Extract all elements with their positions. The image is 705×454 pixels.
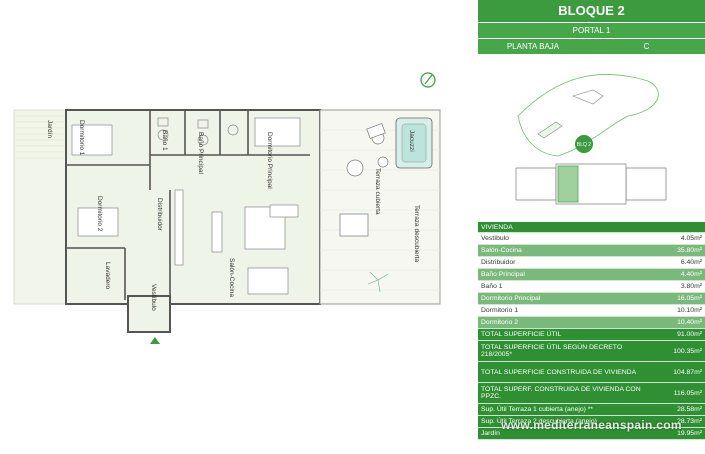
area-value: 91.00m² xyxy=(645,328,705,341)
label-lavadero: Lavadero xyxy=(104,262,111,289)
area-value: 116.05m² xyxy=(645,382,705,404)
unit-highlight xyxy=(557,165,579,203)
portal-label: PORTAL 1 xyxy=(478,23,705,38)
area-label: Sup. Útil Terraza 1 cubierta (anejo) ** xyxy=(478,403,645,416)
floor-plan: Jardín Dormitorio 1 Baño 1 Baño Principa… xyxy=(13,72,441,344)
label-terraza-cubierta: Terraza cubierta xyxy=(374,168,381,215)
info-panel: BLOQUE 2 PORTAL 1 PLANTA BAJA C BLQ 2 VI… xyxy=(478,0,705,454)
area-value: 10.40m² xyxy=(645,316,705,329)
area-label: Salón-Cocina xyxy=(478,244,645,257)
area-value: 4.40m² xyxy=(645,268,705,281)
label-jardin: Jardín xyxy=(46,120,53,138)
site-block-label: BLQ 2 xyxy=(577,142,591,148)
area-label: TOTAL SUPERFICIE CONSTRUIDA DE VIVIENDA xyxy=(478,361,645,383)
compass-icon xyxy=(420,72,436,88)
label-salon-cocina: Salón-Cocina xyxy=(228,258,235,297)
label-terraza-descubierta: Terraza descubierta xyxy=(413,205,420,262)
label-distribuidor: Distribuidor xyxy=(156,198,163,232)
site-plan: BLQ 2 xyxy=(515,74,667,205)
level-row: PLANTA BAJA C xyxy=(478,39,705,54)
area-label: TOTAL SUPERF. CONSTRUIDA DE VIVIENDA CON… xyxy=(478,382,645,404)
unit-letter: C xyxy=(643,42,650,51)
area-row: Sup. Útil Terraza 1 cubierta (anejo) **2… xyxy=(478,403,705,416)
area-value: 28.58m² xyxy=(645,403,705,416)
label-vestibulo: Vestíbulo xyxy=(150,284,157,311)
area-value: 35.80m² xyxy=(645,244,705,257)
area-label: Baño Principal xyxy=(478,268,645,281)
label-dormitorio-1: Dormitorio 1 xyxy=(78,120,85,156)
label-jacuzzi: Jacuzzi xyxy=(408,130,415,152)
area-row: TOTAL SUPERFICIE ÚTIL SEGÚN DECRETO 218/… xyxy=(478,340,705,362)
area-row: Sup. Útil Terraza 2 descubierta (anejo)2… xyxy=(478,415,705,428)
area-value: 3.80m² xyxy=(645,280,705,293)
area-label: Dormitorio 2 xyxy=(478,316,645,329)
block-marker-icon xyxy=(575,135,593,153)
area-value: 19.95m² xyxy=(645,427,705,440)
area-label: Dormitorio 1 xyxy=(478,304,645,317)
area-label: Jardín xyxy=(478,427,645,440)
area-label: Baño 1 xyxy=(478,280,645,293)
area-label: Distribuidor xyxy=(478,256,645,269)
label-bano-principal: Baño Principal xyxy=(197,132,204,174)
area-label: Dormitorio Principal xyxy=(478,292,645,305)
area-label: TOTAL SUPERFICIE ÚTIL SEGÚN DECRETO 218/… xyxy=(478,340,645,362)
area-value: 4.05m² xyxy=(645,232,705,245)
area-label: Sup. Útil Terraza 2 descubierta (anejo) xyxy=(478,415,645,428)
area-value: 16.05m² xyxy=(645,292,705,305)
area-value: 10.10m² xyxy=(645,304,705,317)
label-dormitorio-2: Dormitorio 2 xyxy=(96,196,103,232)
area-value: 100.35m² xyxy=(645,340,705,362)
area-value: 104.87m² xyxy=(645,361,705,383)
label-bano-1: Baño 1 xyxy=(161,130,168,151)
areas-section-title: VIVIENDA xyxy=(478,222,705,233)
area-label: TOTAL SUPERFICIE ÚTIL xyxy=(478,328,645,341)
entrance-arrow-icon xyxy=(150,337,160,344)
level-name: PLANTA BAJA xyxy=(506,42,560,51)
label-dormitorio-principal: Dormitorio Principal xyxy=(266,132,273,189)
garden-area xyxy=(13,109,67,305)
vestibule-extension xyxy=(127,295,171,333)
area-label: Vestíbulo xyxy=(478,232,645,245)
area-value: 28.73m² xyxy=(645,415,705,428)
block-title: BLOQUE 2 xyxy=(478,0,705,22)
areas-section-header: VIVIENDA xyxy=(478,222,705,233)
area-value: 6.40m² xyxy=(645,256,705,269)
area-row: TOTAL SUPERF. CONSTRUIDA DE VIVIENDA CON… xyxy=(478,382,705,404)
